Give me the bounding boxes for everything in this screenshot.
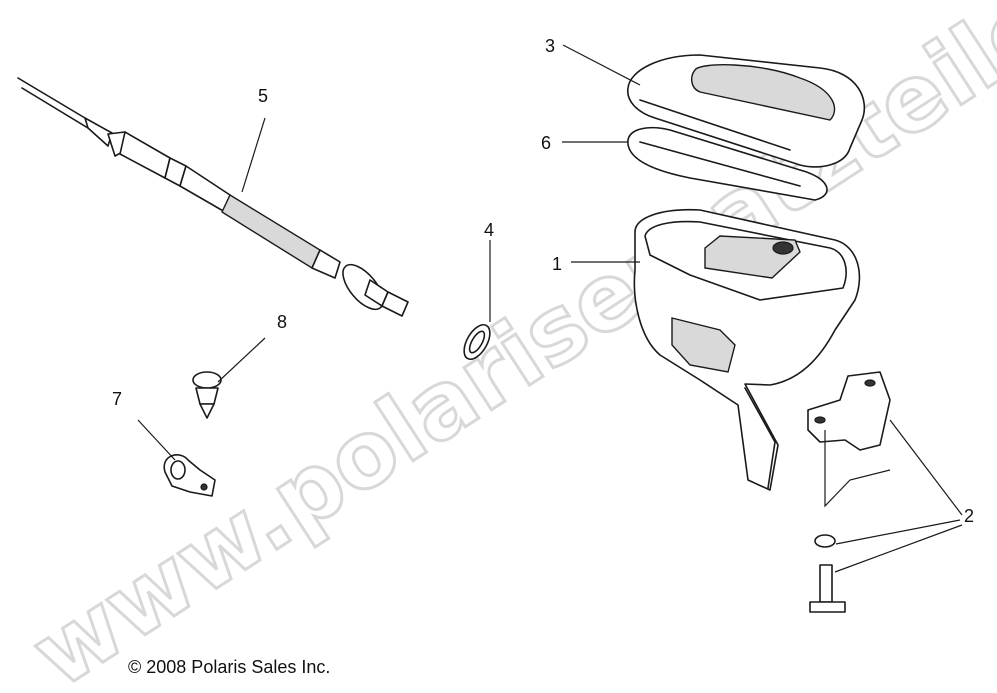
push-rivet — [192, 371, 222, 419]
callout-2: 2 — [964, 506, 974, 526]
leader-2b — [835, 519, 961, 545]
housing — [633, 208, 861, 491]
leader-3 — [562, 44, 641, 86]
callout-1: 1 — [552, 254, 562, 274]
cable-clip — [163, 454, 216, 497]
cover — [627, 54, 866, 168]
leader-2c — [834, 524, 963, 573]
gasket — [627, 126, 828, 201]
callout-4: 4 — [484, 220, 494, 240]
leader-lines — [137, 44, 963, 573]
leader-5 — [241, 117, 266, 193]
callout-8: 8 — [277, 312, 287, 332]
o-ring — [463, 324, 491, 360]
callout-3: 3 — [545, 36, 555, 56]
leader-7 — [137, 419, 176, 461]
callout-7: 7 — [112, 389, 122, 409]
callout-6: 6 — [541, 133, 551, 153]
clamp-washer-screw — [807, 371, 891, 613]
callout-5: 5 — [258, 86, 268, 106]
copyright-text: © 2008 Polaris Sales Inc. — [128, 657, 331, 677]
leader-8 — [217, 337, 266, 383]
callout-labels: 3 6 5 4 1 8 7 2 — [112, 36, 974, 526]
leader-2a — [889, 419, 963, 516]
throttle-cable — [17, 77, 409, 317]
leader-2d — [824, 430, 891, 508]
